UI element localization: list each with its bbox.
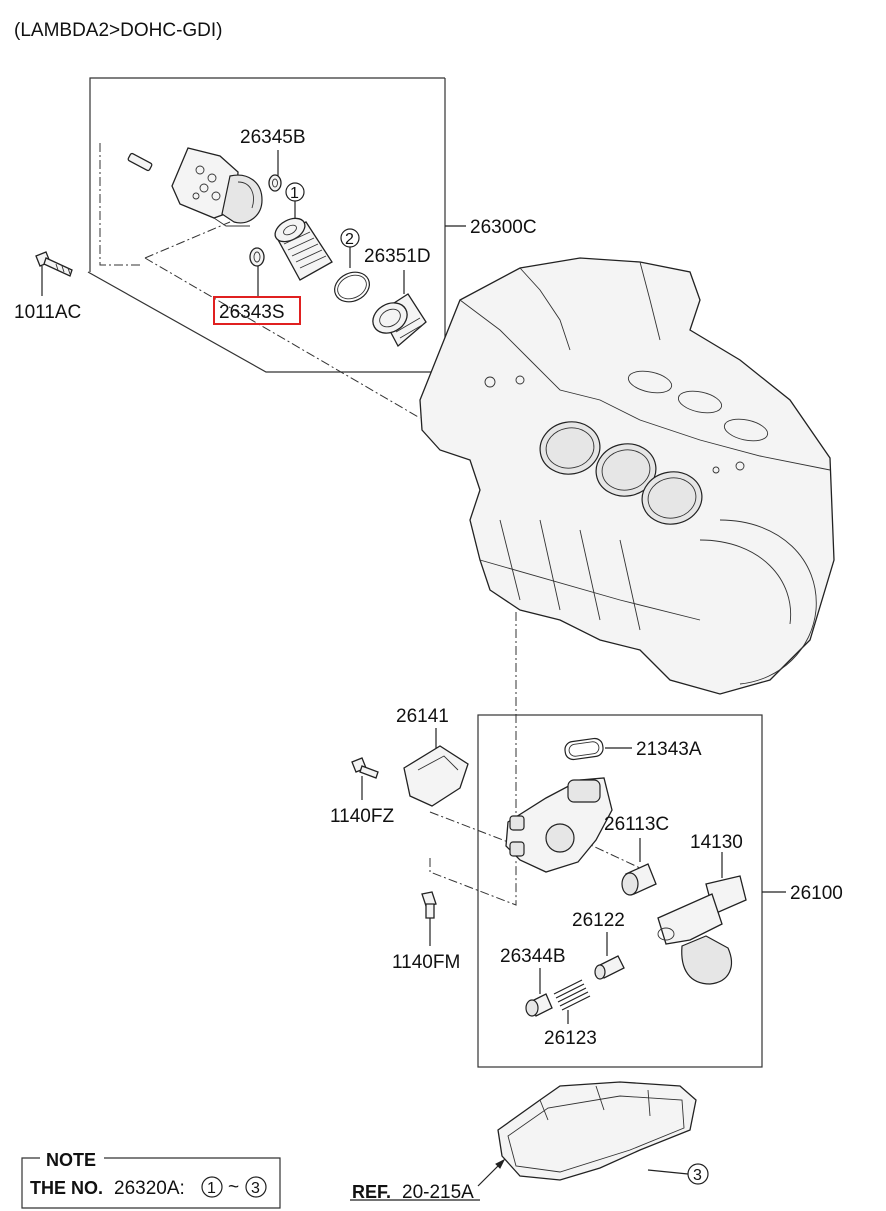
label-26300C[interactable]: 26300C [470,217,537,238]
label-26343S[interactable]: 26343S [219,302,285,323]
oil-filter-housing [171,147,263,227]
label-26113C[interactable]: 26113C [604,814,669,835]
reference-prefix: REF. [352,1182,391,1202]
callout-3: 3 [693,1167,702,1184]
oil-pan [497,1081,697,1181]
label-26351D[interactable]: 26351D [364,246,431,267]
oil-pump-group: 26100 21343A 26113C [477,714,843,1068]
label-26141[interactable]: 26141 [396,706,449,727]
oil-filter-box-top [89,77,445,272]
bolt-1140FM [421,891,437,919]
oil-filter-element [274,217,333,281]
label-14130[interactable]: 14130 [690,832,743,853]
label-26100[interactable]: 26100 [790,883,843,904]
washer-26345B [268,174,282,192]
label-21343A[interactable]: 21343A [636,739,702,760]
oil-pickup-14130 [657,875,747,985]
shield-26141 [403,745,469,807]
bolt-1140FZ [351,757,379,779]
plug-26344B [525,993,553,1017]
label-1140FZ[interactable]: 1140FZ [330,806,394,827]
callout-2: 2 [345,231,354,248]
note-heading: NOTE [46,1150,96,1170]
note-prefix: THE NO. [30,1178,103,1198]
sleeve-26113C [621,863,657,896]
note-box: NOTE THE NO. 26320A: 1 ~ 3 [21,1150,281,1209]
dowel-pin [127,152,153,172]
note-sep: ~ [228,1177,239,1198]
o-ring [334,271,370,303]
spring-26123 [553,979,591,1011]
note-text: 26320A: [114,1178,185,1199]
label-26123[interactable]: 26123 [544,1028,597,1049]
filter-cap-26351D [372,293,427,348]
label-26345B[interactable]: 26345B [240,127,306,148]
oil-filter-box-bottom [87,78,446,373]
bolt-1011AC [35,251,73,277]
oil-pump-box [477,714,763,1068]
highlight-26343S [213,296,301,325]
label-26344B[interactable]: 26344B [500,946,566,967]
note-to: 3 [251,1180,260,1197]
callout-1: 1 [290,185,299,202]
washer-26343S [249,247,265,267]
label-1140FM[interactable]: 1140FM [392,952,460,973]
note-from: 1 [207,1180,216,1197]
oil-filter-group: 26300C 26345B 1 [87,77,537,419]
label-26122[interactable]: 26122 [572,910,625,931]
engine-block [419,257,835,695]
label-1011AC[interactable]: 1011AC [14,302,81,323]
gasket-21343A [564,737,604,761]
oil-pump-cover [505,777,613,873]
plunger-26122 [594,955,625,980]
reference-value[interactable]: 20-215A [402,1182,474,1203]
diagram-title: (LAMBDA2>DOHC-GDI) [14,20,223,41]
reference-group: REF. 20-215A [350,1158,506,1203]
